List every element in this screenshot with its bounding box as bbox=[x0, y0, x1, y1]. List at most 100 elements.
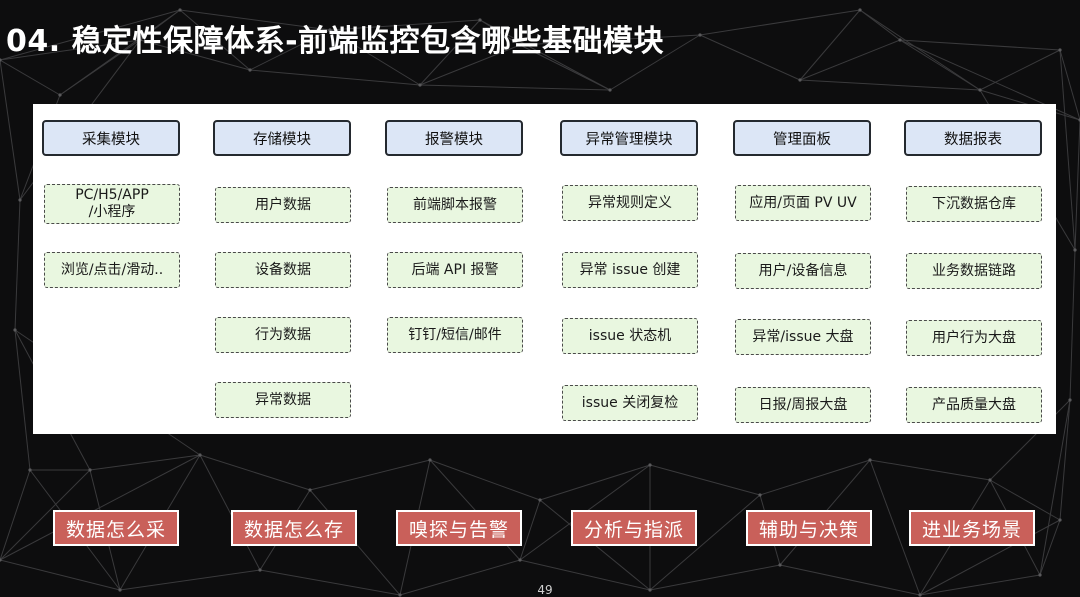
background-web-line bbox=[799, 9, 861, 81]
background-web-node bbox=[13, 328, 17, 332]
background-web-node bbox=[428, 458, 432, 462]
module-column-dashboard: 管理面板 应用/页面 PV UV 用户/设备信息 异常/issue 大盘 日报/… bbox=[733, 104, 875, 434]
background-web-line bbox=[329, 29, 421, 86]
background-web-node bbox=[1038, 573, 1042, 577]
module-item: 钉钉/短信/邮件 bbox=[387, 317, 523, 353]
background-web-node bbox=[988, 478, 992, 482]
module-column-report: 数据报表 下沉数据仓库 业务数据链路 用户行为大盘 产品质量大盘 bbox=[904, 104, 1046, 434]
background-web-line bbox=[539, 464, 651, 501]
background-web-line bbox=[1059, 399, 1071, 521]
background-web-node bbox=[28, 468, 32, 472]
background-web-node bbox=[648, 463, 652, 467]
module-item: 产品质量大盘 bbox=[906, 387, 1042, 423]
background-web-line bbox=[899, 39, 1061, 51]
background-web-line bbox=[1059, 49, 1076, 251]
background-web-line bbox=[0, 9, 181, 61]
background-web-line bbox=[249, 29, 331, 71]
module-column-alarm: 报警模块 前端脚本报警 后端 API 报警 钉钉/短信/邮件 bbox=[385, 104, 527, 434]
page-number: 49 bbox=[537, 583, 553, 597]
background-web-line bbox=[139, 39, 251, 71]
background-web-node bbox=[328, 28, 332, 32]
background-web-line bbox=[919, 574, 1041, 596]
slide-title: 04. 稳定性保障体系-前端监控包含哪些基础模块 bbox=[6, 24, 665, 59]
background-web-line bbox=[699, 34, 801, 81]
background-web-line bbox=[0, 469, 91, 561]
module-column-storage: 存储模块 用户数据 设备数据 行为数据 异常数据 bbox=[213, 104, 355, 434]
stage-tag-decision: 辅助与决策 bbox=[746, 510, 872, 546]
background-web-line bbox=[869, 459, 921, 596]
background-web-node bbox=[58, 93, 62, 97]
background-web-node bbox=[698, 33, 702, 37]
background-web-line bbox=[309, 459, 431, 491]
module-item: 设备数据 bbox=[215, 252, 351, 288]
module-header: 采集模块 bbox=[42, 120, 180, 156]
background-web-line bbox=[259, 569, 401, 596]
background-web-line bbox=[419, 44, 521, 86]
background-web-node bbox=[1068, 398, 1072, 402]
background-web-line bbox=[1074, 119, 1080, 251]
background-web-line bbox=[1039, 519, 1061, 576]
background-web-node bbox=[398, 593, 402, 597]
background-web-line bbox=[419, 84, 611, 91]
background-web-line bbox=[59, 9, 181, 96]
background-web-line bbox=[329, 19, 481, 31]
background-web-node bbox=[868, 458, 872, 462]
background-web-line bbox=[979, 49, 1061, 91]
background-web-node bbox=[18, 198, 22, 202]
module-item: issue 状态机 bbox=[562, 318, 698, 354]
background-web-line bbox=[799, 39, 901, 81]
background-web-line bbox=[919, 519, 1061, 596]
background-web-line bbox=[1039, 399, 1071, 576]
stage-tag-assign: 分析与指派 bbox=[571, 510, 697, 546]
background-web-node bbox=[138, 38, 142, 42]
background-web-line bbox=[779, 564, 921, 596]
module-item: 行为数据 bbox=[215, 317, 351, 353]
module-item: issue 关闭复检 bbox=[562, 385, 698, 421]
module-item: 异常规则定义 bbox=[562, 185, 698, 221]
module-column-collect: 采集模块 PC/H5/APP /小程序 浏览/点击/滑动.. bbox=[42, 104, 184, 434]
background-web-node bbox=[518, 558, 522, 562]
background-web-line bbox=[649, 464, 761, 496]
background-web-node bbox=[258, 568, 262, 572]
background-web-line bbox=[519, 499, 541, 561]
background-web-node bbox=[898, 38, 902, 42]
module-item: 后端 API 报警 bbox=[387, 252, 523, 288]
module-item: 异常数据 bbox=[215, 382, 351, 418]
module-column-exception: 异常管理模块 异常规则定义 异常 issue 创建 issue 状态机 issu… bbox=[560, 104, 702, 434]
background-web-line bbox=[699, 9, 861, 36]
module-header: 报警模块 bbox=[385, 120, 523, 156]
background-web-node bbox=[798, 78, 802, 82]
background-web-node bbox=[178, 8, 182, 12]
background-web-line bbox=[989, 479, 1061, 521]
background-web-line bbox=[989, 399, 1071, 481]
background-web-line bbox=[179, 9, 331, 31]
background-web-line bbox=[139, 9, 181, 41]
background-web-node bbox=[518, 43, 522, 47]
background-web-node bbox=[198, 453, 202, 457]
module-item: 用户/设备信息 bbox=[735, 253, 871, 289]
background-web-node bbox=[608, 88, 612, 92]
module-header: 异常管理模块 bbox=[560, 120, 698, 156]
stage-tag-store: 数据怎么存 bbox=[231, 510, 357, 546]
background-web-node bbox=[1058, 48, 1062, 52]
background-web-line bbox=[519, 44, 611, 91]
background-web-line bbox=[649, 564, 781, 591]
stage-tag-alert: 嗅探与告警 bbox=[396, 510, 522, 546]
stage-tag-business: 进业务场景 bbox=[909, 510, 1035, 546]
background-web-line bbox=[609, 34, 701, 91]
background-web-node bbox=[1058, 518, 1062, 522]
module-item: 浏览/点击/滑动.. bbox=[44, 252, 180, 288]
background-web-line bbox=[759, 459, 871, 496]
background-web-line bbox=[519, 559, 651, 591]
background-web-node bbox=[758, 493, 762, 497]
module-item: PC/H5/APP /小程序 bbox=[44, 184, 180, 224]
background-web-node bbox=[118, 588, 122, 592]
background-web-line bbox=[0, 454, 201, 561]
background-web-node bbox=[538, 498, 542, 502]
background-web-line bbox=[479, 19, 521, 46]
background-web-line bbox=[199, 454, 311, 491]
background-web-node bbox=[308, 488, 312, 492]
background-web-node bbox=[648, 588, 652, 592]
stage-tag-collect: 数据怎么采 bbox=[53, 510, 179, 546]
background-web-line bbox=[1069, 249, 1076, 401]
